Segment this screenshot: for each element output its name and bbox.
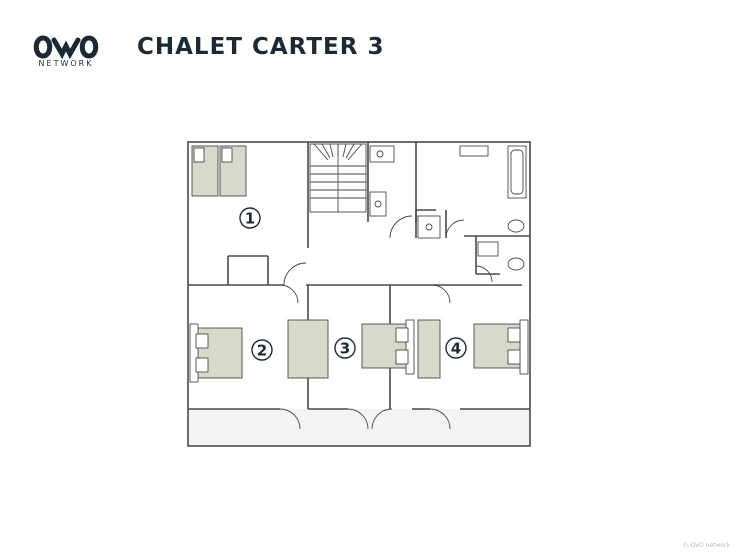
walls	[187, 141, 531, 447]
room-number: 3	[340, 340, 350, 358]
copyright: © OVO network	[682, 542, 730, 549]
toilet-icon	[507, 219, 525, 233]
toilet-icon	[507, 257, 525, 271]
floor-plan: 1 2 3 4	[187, 141, 531, 447]
room-number: 4	[451, 340, 461, 358]
room-labels: 1 2 3 4	[239, 207, 467, 361]
ovo-logo-icon	[33, 35, 99, 60]
wardrobe-icon	[417, 319, 441, 379]
brand-name: NETWORK	[38, 59, 94, 68]
bath-fixtures	[369, 145, 527, 271]
wardrobe-icon	[287, 319, 329, 379]
room-number: 1	[245, 210, 255, 228]
doors	[279, 215, 493, 430]
furniture	[189, 145, 529, 383]
sink-icon	[459, 145, 489, 157]
page-title: CHALET CARTER 3	[137, 34, 385, 60]
sink-icon	[477, 241, 499, 257]
staircase	[309, 143, 367, 213]
room-number: 2	[257, 342, 267, 360]
